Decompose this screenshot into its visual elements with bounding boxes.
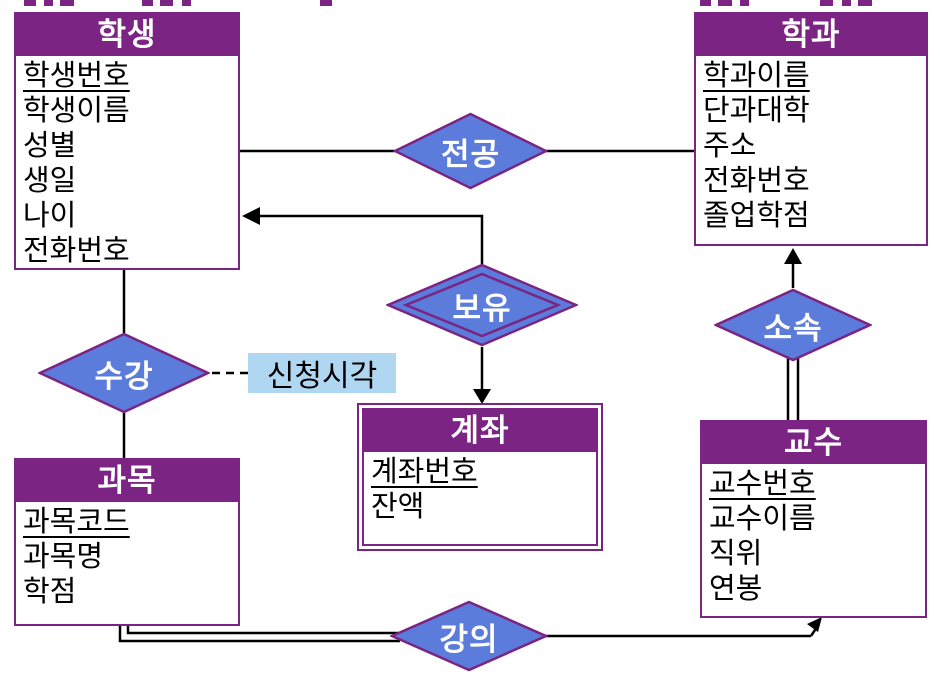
attr-professor-name: 교수이름 xyxy=(709,503,816,535)
attr-professor-salary: 연봉 xyxy=(709,573,763,605)
relationship-major-label: 전공 xyxy=(440,136,501,172)
crop-artifact xyxy=(320,0,332,6)
edge-belongs-professor-double xyxy=(786,356,800,420)
relationship-attribute-enroll-time: 신청시각 xyxy=(248,353,396,393)
crop-artifact xyxy=(44,0,53,6)
entity-student-title: 학생 xyxy=(16,14,238,56)
relationship-teaches: 강의 xyxy=(390,600,548,672)
entity-account-attributes: 계좌번호 잔액 xyxy=(364,452,596,525)
edge-teaches-professor-arrow xyxy=(546,617,822,638)
attr-student-name: 학생이름 xyxy=(23,95,130,127)
entity-student-attributes: 학생번호 학생이름 성별 생일 나이 전화번호 xyxy=(16,56,238,269)
entity-department-attributes: 학과이름 단과대학 주소 전화번호 졸업학점 xyxy=(696,56,926,234)
entity-course-title: 과목 xyxy=(16,460,238,502)
double-diamond-shape xyxy=(386,263,578,347)
attr-course-credits: 학점 xyxy=(23,576,77,608)
attr-dept-grad-credits: 졸업학점 xyxy=(703,200,810,232)
attr-course-code: 과목코드 xyxy=(23,506,130,538)
diamond-shape xyxy=(714,288,872,362)
attr-student-phone: 전화번호 xyxy=(23,235,130,267)
attr-dept-college: 단과대학 xyxy=(703,95,810,127)
diamond-shape xyxy=(390,600,548,672)
relationship-owns-label: 보유 xyxy=(452,290,512,326)
relationship-belongs-label: 소속 xyxy=(763,310,823,346)
entity-department-title: 학과 xyxy=(696,14,926,56)
attr-dept-phone: 전화번호 xyxy=(703,165,810,197)
relationship-enrolls: 수강 xyxy=(38,332,210,414)
attr-student-gender: 성별 xyxy=(23,130,77,162)
attr-account-number: 계좌번호 xyxy=(371,456,478,488)
entity-course-attributes: 과목코드 과목명 학점 xyxy=(16,502,238,610)
crop-artifact xyxy=(142,0,153,6)
relationship-major: 전공 xyxy=(393,112,548,190)
attr-professor-number: 교수번호 xyxy=(709,468,816,500)
attr-dept-name: 학과이름 xyxy=(703,60,810,92)
edge-owns-account-arrow xyxy=(473,347,491,404)
relationship-owns: 보유 xyxy=(386,263,578,347)
edge-owns-student-arrow xyxy=(242,207,484,265)
crop-artifact xyxy=(700,0,711,6)
diamond-shape xyxy=(38,332,210,414)
edge-course-teaches-double xyxy=(118,626,400,643)
attr-student-number: 학생번호 xyxy=(23,60,130,92)
relationship-enrolls-label: 수강 xyxy=(94,358,154,394)
attr-professor-position: 직위 xyxy=(709,538,763,570)
crop-artifact xyxy=(60,0,74,6)
crop-artifact xyxy=(182,0,191,6)
crop-artifact xyxy=(160,0,173,6)
entity-course: 과목 과목코드 과목명 학점 xyxy=(14,458,240,626)
attr-course-name: 과목명 xyxy=(23,541,104,573)
crop-artifact xyxy=(24,0,36,6)
diamond-shape xyxy=(393,112,548,190)
entity-professor-attributes: 교수번호 교수이름 직위 연봉 xyxy=(702,464,925,607)
entity-department: 학과 학과이름 단과대학 주소 전화번호 졸업학점 xyxy=(694,12,928,246)
attr-student-age: 나이 xyxy=(23,200,77,232)
crop-artifact xyxy=(842,0,851,6)
crop-artifact xyxy=(718,0,732,6)
relationship-teaches-label: 강의 xyxy=(439,621,499,657)
entity-professor-title: 교수 xyxy=(702,422,925,464)
crop-artifact xyxy=(820,0,833,6)
crop-artifact xyxy=(858,0,872,6)
edge-belongs-department-arrow xyxy=(784,248,802,288)
entity-professor: 교수 교수번호 교수이름 직위 연봉 xyxy=(700,420,927,618)
entity-account-title: 계좌 xyxy=(364,410,596,452)
entity-account: 계좌 계좌번호 잔액 xyxy=(357,403,603,551)
relationship-belongs: 소속 xyxy=(714,288,872,362)
attr-account-balance: 잔액 xyxy=(371,491,425,523)
attr-student-birthday: 생일 xyxy=(23,165,77,197)
attr-dept-address: 주소 xyxy=(703,130,757,162)
crop-artifact xyxy=(740,0,749,6)
entity-student: 학생 학생번호 학생이름 성별 생일 나이 전화번호 xyxy=(14,12,240,270)
